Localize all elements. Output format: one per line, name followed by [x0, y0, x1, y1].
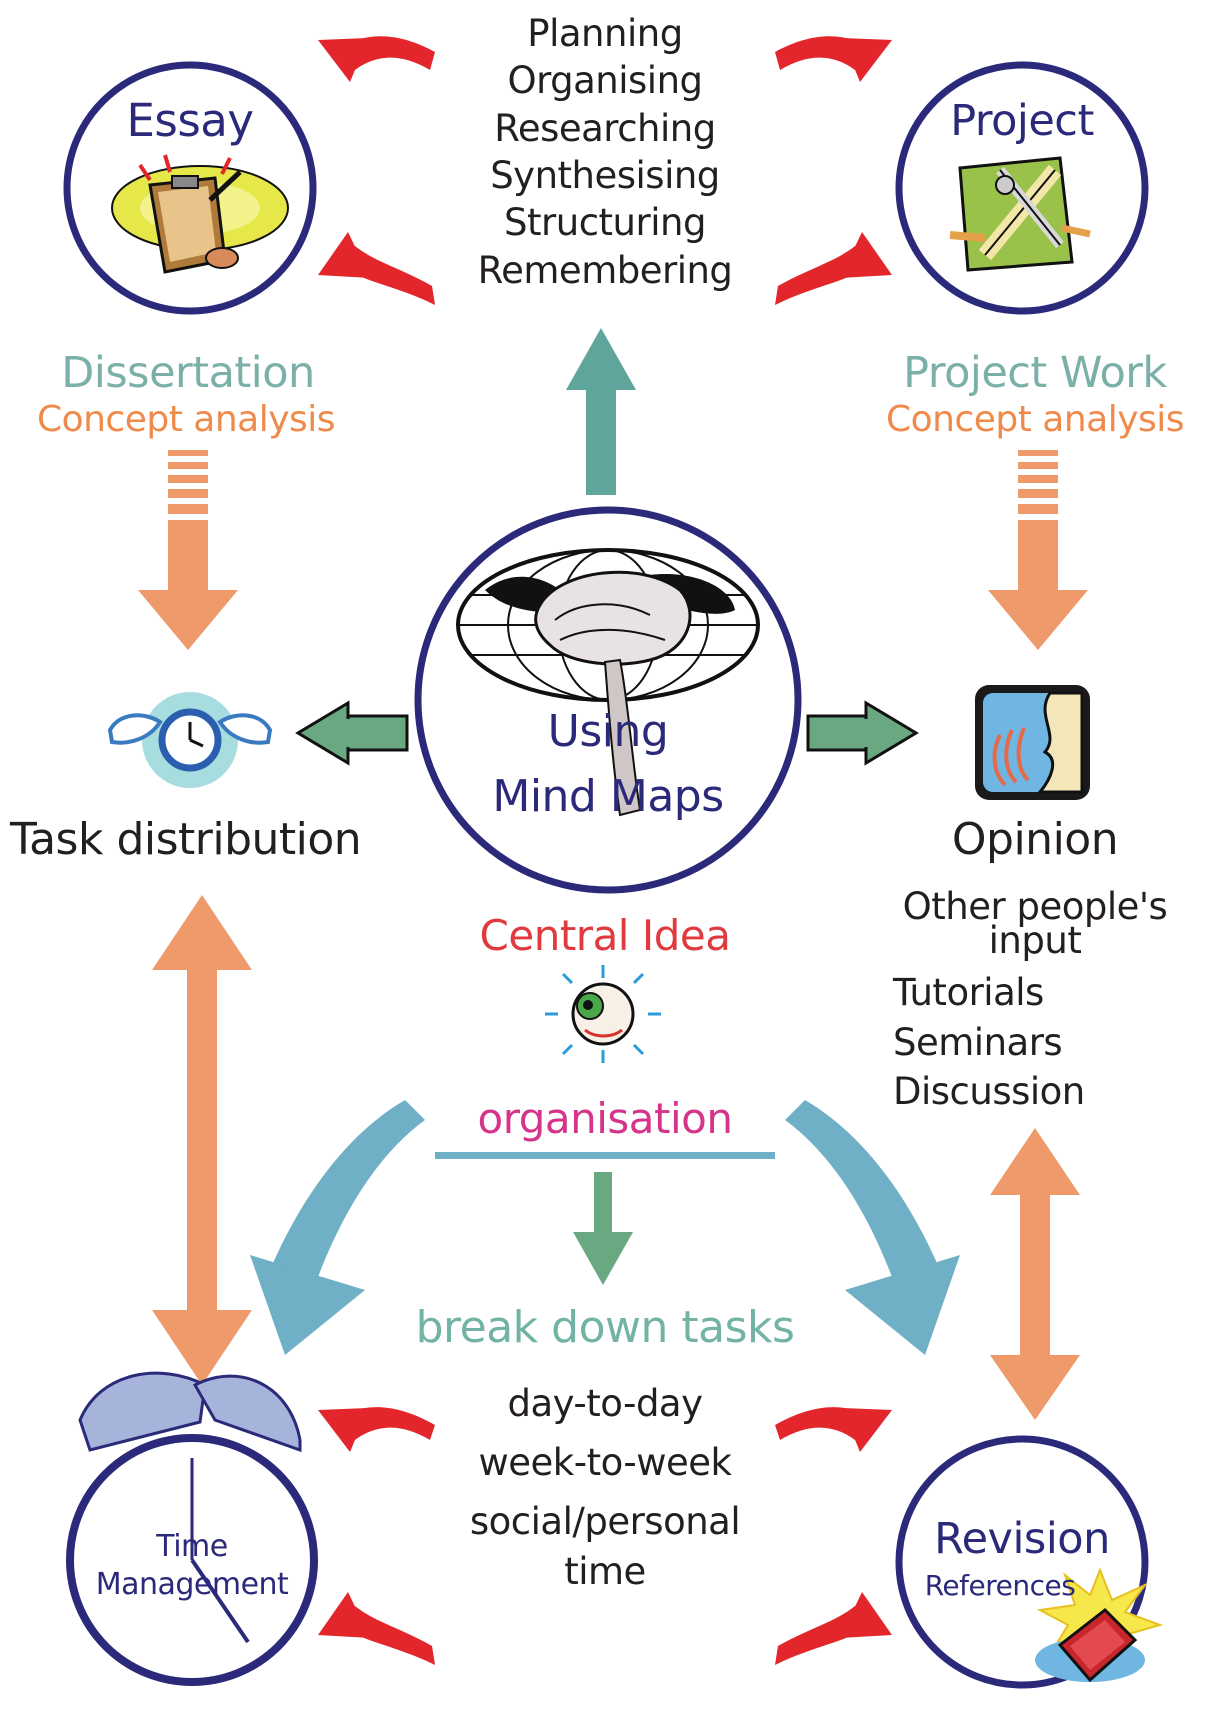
opinion-item: Seminars [893, 1020, 1063, 1064]
skill-item: Researching [494, 106, 716, 150]
red-arrow-top-right-up [775, 36, 892, 82]
red-arrow-top-right-down [775, 232, 892, 305]
teal-up-arrow [566, 328, 636, 495]
red-arrow-bottom-left-down [318, 1592, 435, 1665]
time-management-line2: Management [95, 1567, 289, 1602]
opinion-item: Discussion [893, 1070, 1085, 1114]
clipboard-icon [111, 154, 289, 274]
green-down-arrow [573, 1172, 633, 1285]
blue-sweep-arrow-right [785, 1100, 960, 1355]
break-down-item: social/personal [469, 1500, 741, 1544]
orange-down-arrow-right [988, 450, 1088, 650]
winged-clock-icon [107, 692, 273, 788]
green-right-arrow [806, 700, 919, 766]
alarm-clock-icon [66, 1371, 318, 1686]
eyeball-icon [545, 965, 661, 1063]
break-down-list: day-to-day week-to-week social/personal … [430, 1374, 780, 1601]
opinion-item: Tutorials [893, 971, 1044, 1014]
central-idea-label: Central Idea [479, 911, 731, 960]
task-distribution-label: Task distribution [10, 814, 362, 865]
blue-sweep-arrow-left [250, 1100, 425, 1355]
break-down-tasks-label: break down tasks [415, 1302, 795, 1353]
revision-references-label: References [924, 1569, 1076, 1602]
brain-globe-icon [456, 548, 760, 817]
red-arrow-top-left-down [318, 232, 435, 305]
orange-double-arrow-right [990, 1128, 1080, 1420]
opinion-item: input [988, 919, 1082, 962]
red-arrow-top-left-up [318, 36, 435, 82]
break-down-item: time [564, 1549, 646, 1593]
opinion-list: Tutorials Seminars Discussion [893, 968, 1085, 1117]
orange-down-arrow-left [138, 450, 238, 650]
revision-title: Revision [934, 1514, 1110, 1564]
top-skills-list: Planning Organising Researching Synthesi… [460, 10, 750, 294]
break-down-item: day-to-day [507, 1382, 704, 1425]
organisation-underline [435, 1152, 775, 1159]
opinion-item: Other people's [902, 885, 1168, 928]
red-arrow-bottom-right-up [775, 1407, 892, 1452]
dissertation-concept-label: Concept analysis [36, 399, 336, 440]
break-down-item: week-to-week [478, 1441, 732, 1485]
orange-double-arrow-left [152, 895, 252, 1385]
organisation-label: organisation [477, 1094, 733, 1143]
book-icon [1035, 1567, 1164, 1683]
skill-item: Organising [507, 59, 703, 103]
skill-item: Synthesising [490, 154, 720, 198]
skill-item: Remembering [477, 248, 733, 292]
opinion-label: Opinion [951, 814, 1119, 865]
project-work-label: Project Work [903, 348, 1167, 398]
essay-title: Essay [126, 94, 254, 147]
skill-item: Planning [527, 12, 683, 55]
speaking-head-icon [975, 685, 1090, 800]
project-concept-label: Concept analysis [885, 399, 1185, 440]
red-arrow-bottom-left-up [318, 1407, 435, 1452]
dissertation-label: Dissertation [61, 348, 315, 398]
red-arrow-bottom-right-down [775, 1592, 892, 1665]
project-title: Project [950, 96, 1094, 146]
skill-item: Structuring [504, 201, 706, 245]
time-management-line1: Time [156, 1529, 228, 1564]
green-left-arrow [295, 700, 409, 766]
drafting-tools-icon [949, 156, 1091, 272]
center-label-line2: Mind Maps [492, 771, 724, 822]
center-label-line1: Using [547, 706, 669, 757]
